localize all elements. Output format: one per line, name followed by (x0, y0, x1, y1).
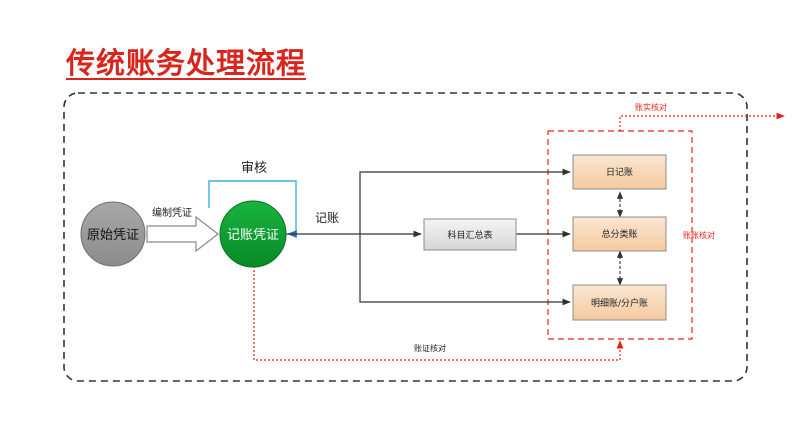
ledger-check-label: 账账核对 (683, 230, 715, 240)
actual-check-label: 账实核对 (635, 102, 667, 112)
accounting-voucher-node (219, 200, 287, 268)
bookkeeping-to-subsidiary-line (359, 234, 571, 306)
voucher-check-label: 账证核对 (414, 343, 446, 353)
subsidiary-ledger-label: 明细账/分户账 (591, 297, 648, 309)
accounting-voucher-label: 记账凭证 (227, 228, 279, 243)
original-voucher-node (80, 201, 146, 267)
prepare-voucher-arrow (146, 215, 219, 253)
voucher-check-line (253, 266, 624, 361)
general-ledger-box (572, 216, 667, 252)
process-frame (63, 92, 748, 382)
journal-box (572, 154, 667, 190)
original-voucher-label: 原始凭证 (87, 228, 139, 243)
bookkeeping-to-journal-line (359, 168, 571, 234)
subject-summary-box (423, 218, 517, 251)
bookkeeping-label: 记账 (315, 211, 339, 225)
actual-check-line (619, 112, 785, 131)
prepare-voucher-label: 编制凭证 (152, 206, 192, 219)
general-ledger-label: 总分类账 (601, 228, 637, 240)
subsidiary-ledger-box (572, 284, 667, 321)
subject-summary-label: 科目汇总表 (447, 229, 492, 241)
journal-label: 日记账 (606, 167, 633, 178)
audit-label: 审核 (241, 161, 267, 176)
page-title: 传统账务处理流程 (66, 46, 307, 80)
